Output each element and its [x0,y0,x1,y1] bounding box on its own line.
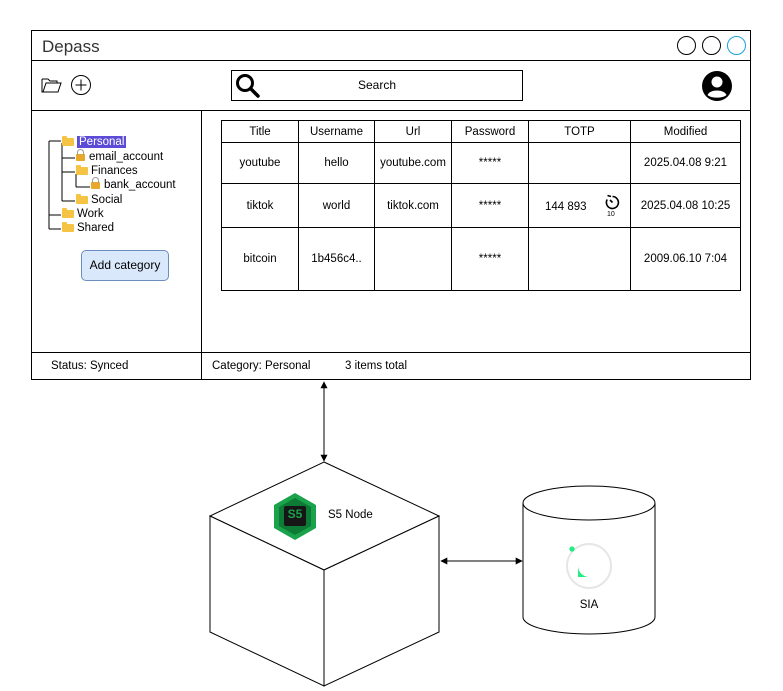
window-button-2[interactable] [702,36,721,55]
s5-logo-text: S5 [287,507,303,521]
tree-lines [48,140,90,230]
account-icon[interactable] [701,70,733,102]
folder-icon [62,208,74,218]
timer-icon [605,194,620,209]
tree-label: email_account [89,151,164,163]
window-button-3[interactable] [727,36,746,55]
lock-icon [76,149,85,161]
toolbar-divider [32,110,750,111]
sia-label: SIA [579,599,599,611]
search-icon [236,74,260,98]
search-placeholder: Search [357,78,397,92]
folder-icon [76,165,88,175]
table-row[interactable]: tiktok world tiktok.com ***** 144 893 10… [221,183,741,228]
column-header[interactable]: Username [298,120,375,143]
table-cell: bitcoin [221,227,299,291]
tree-item-social[interactable]: Social [76,194,122,207]
sia-logo-icon [566,543,612,589]
window-title: Depass [42,37,100,56]
tree-label: Shared [77,222,115,234]
tree-item-email-account[interactable]: email_account [76,149,164,164]
tree-label: Social [91,194,123,206]
folder-icon [62,222,74,232]
table-row[interactable]: youtube hello youtube.com ***** 2025.04.… [221,142,741,184]
table-cell: ***** [451,142,529,184]
tree-label: Personal [77,136,127,148]
add-icon[interactable] [70,74,92,96]
table-cell: 1b456c4.. [298,227,375,291]
tree-item-shared[interactable]: Shared [62,222,114,235]
search-input[interactable]: Search [231,70,523,101]
title-divider [32,60,750,61]
window-button-1[interactable] [677,36,696,55]
folder-icon [62,136,74,146]
tree-label: Finances [91,165,138,177]
table-cell: youtube [221,142,299,184]
s5-logo-icon [274,493,316,540]
sidebar-divider [201,110,202,380]
tree-item-finances[interactable]: Finances [76,165,138,178]
app-window: Depass Search Personal email_account Fin [31,30,751,380]
sync-status: Status: Synced [51,360,129,372]
column-header[interactable]: TOTP [528,120,631,143]
tree-item-work[interactable]: Work [62,208,104,221]
current-category: Category: Personal [212,360,311,372]
table-cell: ***** [451,227,529,291]
statusbar-divider [32,352,750,353]
column-header[interactable]: Password [451,120,529,143]
entries-table: Title Username Url Password TOTP Modifie… [221,120,741,291]
table-cell [528,227,631,291]
item-count: 3 items total [345,360,407,372]
tree-label: bank_account [104,179,176,191]
tree-item-bank-account[interactable]: bank_account [91,177,176,192]
s5-node-cube[interactable] [208,461,441,687]
tree-label: Work [77,208,104,220]
table-header-row: Title Username Url Password TOTP Modifie… [221,120,741,143]
totp-timer: 10 [607,210,615,218]
tree-item-personal[interactable]: Personal [62,136,127,149]
lock-icon [91,177,100,189]
table-cell: 2009.06.10 7:04 [630,227,741,291]
table-cell: youtube.com [374,142,452,184]
table-cell [528,142,631,184]
totp-code: 144 893 [545,200,587,213]
folder-icon [76,194,88,204]
table-row[interactable]: bitcoin 1b456c4.. ***** 2009.06.10 7:04 [221,227,741,291]
add-category-button[interactable]: Add category [81,250,169,281]
table-cell: 2025.04.08 9:21 [630,142,741,184]
s5-node-label: S5 Node [328,509,373,521]
table-cell: 2025.04.08 10:25 [630,183,741,228]
table-cell: ***** [451,183,529,228]
table-cell [374,227,452,291]
column-header[interactable]: Modified [630,120,741,143]
table-cell: tiktok.com [374,183,452,228]
folder-open-icon[interactable] [41,76,63,94]
